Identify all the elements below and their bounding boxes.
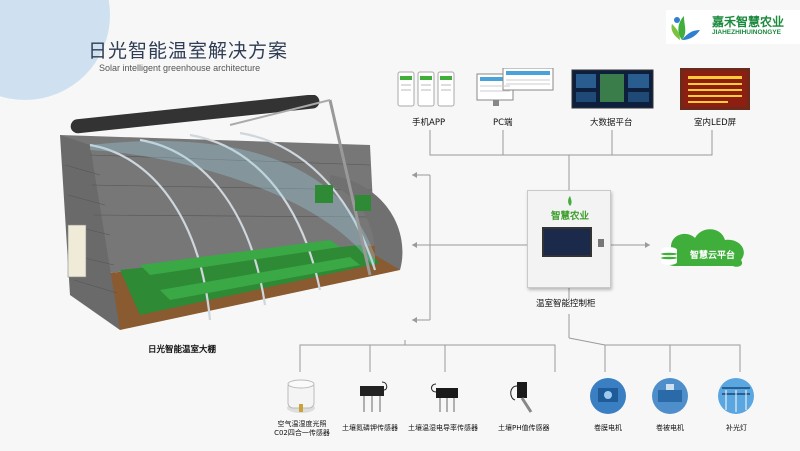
page-subtitle: Solar intelligent greenhouse architectur… (99, 63, 261, 73)
cabinet-touchscreen (542, 227, 592, 257)
display-label-mobile: 手机APP (412, 118, 446, 128)
pc-screens-icon (476, 68, 554, 106)
controller-label: 温室智能控制柜 (536, 299, 596, 309)
actuator-label-light: 补光灯 (726, 424, 747, 432)
display-label-pc: PC端 (493, 118, 513, 128)
led-screen-icon (680, 68, 750, 110)
greenhouse-label: 日光智能温室大棚 (148, 345, 217, 355)
cloud-platform-icon (661, 229, 744, 267)
display-label-bigdata: 大数据平台 (590, 118, 633, 128)
soil-ec-sensor-icon (431, 383, 458, 412)
page-title: 日光智能温室解决方案 (88, 40, 289, 62)
sensor-label-npk: 土壤氮磷钾传感器 (342, 424, 398, 432)
cabinet-lock-icon (598, 239, 604, 247)
actuator-label-quilt: 卷被电机 (656, 424, 684, 432)
sensor-label-air-line1: 空气温湿度光照 (277, 420, 327, 428)
brand-name-en: JIAHEZHIHUINONGYE (712, 29, 781, 36)
soil-npk-sensor-icon (360, 381, 388, 412)
actuator-label-film: 卷膜电机 (594, 424, 622, 432)
grow-light-icon (718, 378, 754, 414)
big-data-dashboard-icon (571, 69, 654, 109)
air-sensor-icon (287, 379, 315, 413)
brand-logo-icon (666, 10, 800, 44)
brand-name-cn: 嘉禾智慧农业 (712, 15, 785, 29)
sensor-label-air: 空气温湿度光照 C02四合一传感器 (272, 420, 332, 438)
mobile-app-icon (397, 71, 455, 107)
sensor-label-ec: 土壤温湿电导率传感器 (408, 424, 478, 432)
cloud-label: 智慧云平台 (690, 251, 736, 261)
sensor-label-ph: 土壤PH值传感器 (498, 424, 550, 432)
sensor-label-air-line2: C02四合一传感器 (274, 429, 330, 438)
display-label-led: 室内LED屏 (694, 118, 737, 128)
film-roll-motor-icon (590, 378, 626, 414)
control-cabinet: 智慧农业 (527, 190, 611, 288)
cabinet-panel-text: 智慧农业 (550, 211, 589, 222)
soil-ph-sensor-icon (510, 382, 533, 413)
quilt-roll-motor-icon (652, 378, 688, 414)
greenhouse-illustration (60, 95, 403, 330)
cabinet-logo-icon (568, 196, 572, 206)
